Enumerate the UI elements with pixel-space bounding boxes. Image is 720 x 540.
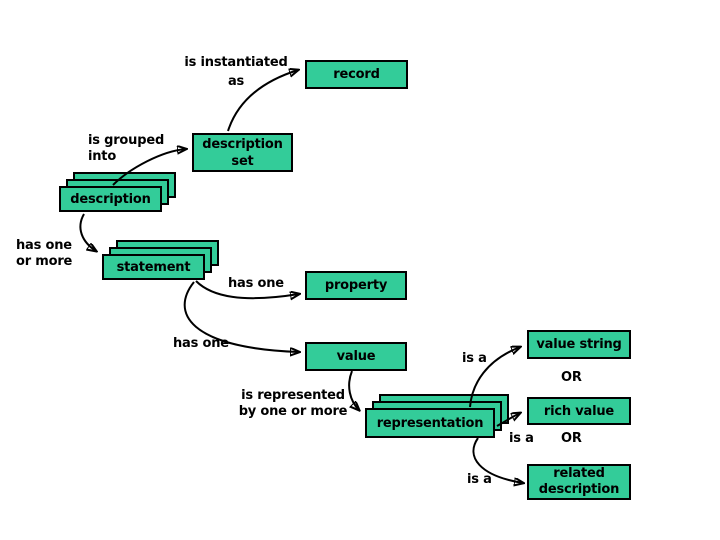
- node-representation: representation: [365, 408, 495, 438]
- arrow-description-to-statement: [79, 213, 96, 251]
- node-related-description: related description: [527, 464, 631, 500]
- node-value-string-label: value string: [536, 337, 622, 352]
- edge-label-has-one-or-more: has one or more: [16, 238, 73, 269]
- node-representation-stack: representation: [365, 394, 509, 438]
- node-description-stack: description: [59, 172, 176, 212]
- node-description-label: description: [70, 191, 151, 207]
- edge-label-is-represented-by: is represented by one or more: [238, 388, 348, 419]
- node-record-label: record: [333, 67, 380, 82]
- or-connector-2: OR: [561, 431, 582, 446]
- node-property: property: [305, 271, 407, 300]
- edge-label-is-a-value-string: is a: [462, 351, 487, 366]
- node-representation-label: representation: [376, 415, 484, 431]
- node-value: value: [305, 342, 407, 371]
- node-related-description-label: related description: [538, 466, 620, 497]
- node-statement-stack: statement: [102, 240, 219, 280]
- edge-label-has-one-value: has one: [173, 336, 229, 351]
- node-value-string: value string: [527, 330, 631, 359]
- or-connector-1: OR: [561, 370, 582, 385]
- edge-label-is-a-rich-value: is a: [509, 431, 534, 446]
- edge-label-is-instantiated-as: is instantiated as: [184, 55, 288, 89]
- node-property-label: property: [324, 278, 388, 293]
- node-description: description: [59, 186, 162, 212]
- node-record: record: [305, 60, 408, 89]
- node-description-set: description set: [192, 133, 293, 172]
- edge-label-has-one-property: has one: [228, 276, 284, 291]
- node-rich-value-label: rich value: [543, 403, 615, 419]
- node-description-set-label: description set: [202, 136, 283, 169]
- node-statement-label: statement: [116, 259, 191, 275]
- edge-label-is-a-related-description: is a: [467, 472, 492, 487]
- node-value-label: value: [336, 349, 376, 364]
- edge-label-is-grouped-into: is grouped into: [88, 133, 165, 164]
- node-rich-value: rich value: [527, 397, 631, 425]
- node-statement: statement: [102, 254, 205, 280]
